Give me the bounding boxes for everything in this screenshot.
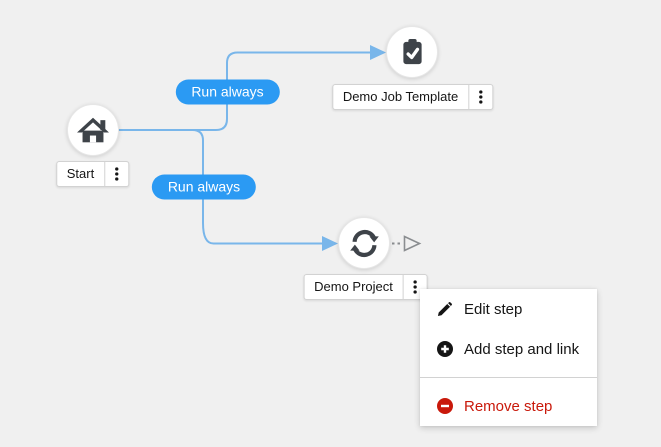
pencil-icon	[437, 301, 453, 317]
menu-item-remove-step[interactable]: Remove step	[420, 386, 597, 426]
menu-item-add-step-and-link[interactable]: Add step and link	[420, 329, 597, 369]
node-label-demo-job-template: Demo Job Template	[331, 84, 494, 110]
link-label-run-always[interactable]: Run always	[175, 79, 280, 104]
node-context-menu: Edit step Add step and link Remove step	[420, 289, 597, 426]
home-icon	[76, 117, 109, 143]
sync-icon	[349, 229, 379, 257]
kebab-icon	[115, 167, 119, 181]
node-kebab-button[interactable]	[104, 162, 128, 186]
node-label-start: Start	[55, 161, 130, 187]
node-label-text: Demo Job Template	[342, 89, 459, 104]
link-arrowhead-icon	[322, 236, 338, 251]
kebab-icon	[413, 280, 418, 294]
plus-circle-icon	[437, 341, 453, 357]
menu-item-edit-step[interactable]: Edit step	[420, 289, 597, 329]
node-demo-project[interactable]	[338, 217, 390, 269]
hollow-triangle-arrow-icon[interactable]	[403, 235, 422, 252]
node-label-demo-project: Demo Project	[303, 274, 428, 300]
clipboard-check-icon	[402, 38, 422, 64]
node-label-text: Start	[66, 166, 95, 181]
menu-divider	[420, 377, 597, 378]
menu-item-label: Add step and link	[464, 340, 580, 358]
node-demo-job-template[interactable]	[386, 26, 438, 78]
menu-item-label: Edit step	[464, 300, 523, 318]
node-kebab-button[interactable]	[468, 85, 492, 109]
menu-item-label: Remove step	[464, 397, 553, 415]
link-label-run-always[interactable]: Run always	[151, 174, 257, 199]
kebab-icon	[479, 90, 483, 104]
minus-circle-icon	[437, 398, 453, 414]
node-start[interactable]	[66, 104, 119, 156]
node-label-text: Demo Project	[314, 279, 393, 294]
node-kebab-button[interactable]	[402, 275, 427, 299]
link-arrowhead-icon	[370, 45, 386, 60]
